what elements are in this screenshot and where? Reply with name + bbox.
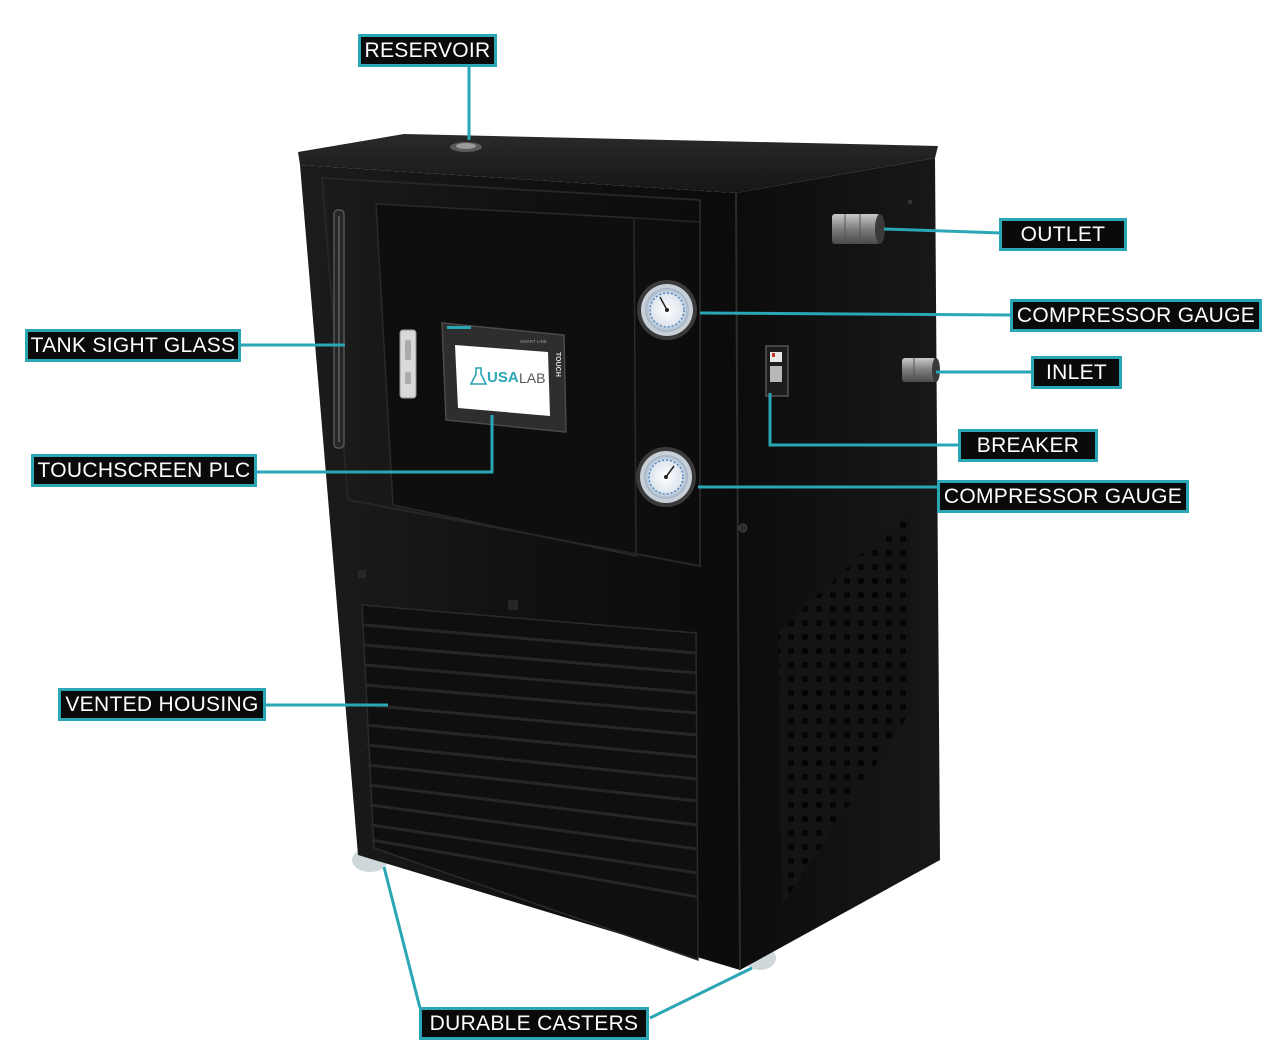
callout-compressor-gauge-top: COMPRESSOR GAUGE	[1010, 299, 1262, 332]
screen-header-text: SMART LINE	[520, 339, 547, 344]
callout-durable-casters: DURABLE CASTERS	[419, 1007, 649, 1040]
breaker-switch-icon	[765, 345, 789, 397]
callout-outlet: OUTLET	[999, 218, 1127, 251]
callout-tank-sight-glass: TANK SIGHT GLASS	[25, 329, 241, 362]
compressor-gauge-top-icon	[637, 280, 697, 340]
callout-inlet: INLET	[1031, 356, 1122, 389]
leader-lines	[240, 64, 1032, 1020]
side-vent-grille	[778, 510, 912, 905]
door-latch	[399, 329, 417, 399]
screen-side-text: TOUCH	[554, 352, 561, 377]
callout-breaker: BREAKER	[958, 429, 1098, 462]
svg-text:LAB: LAB	[519, 370, 545, 386]
svg-text:USA: USA	[487, 369, 519, 386]
callout-reservoir: RESERVOIR	[358, 34, 497, 67]
callout-compressor-gauge-bottom: COMPRESSOR GAUGE	[937, 480, 1189, 513]
compressor-gauge-bottom-icon	[636, 447, 696, 507]
outlet-fitting-icon	[832, 214, 885, 244]
usalab-logo: USA LAB	[469, 367, 545, 386]
inlet-fitting-icon	[902, 358, 940, 382]
louver-slats	[363, 623, 699, 899]
callout-touchscreen-plc: TOUCHSCREEN PLC	[31, 454, 257, 487]
callout-vented-housing: VENTED HOUSING	[58, 688, 266, 721]
touchscreen-display	[455, 345, 550, 416]
